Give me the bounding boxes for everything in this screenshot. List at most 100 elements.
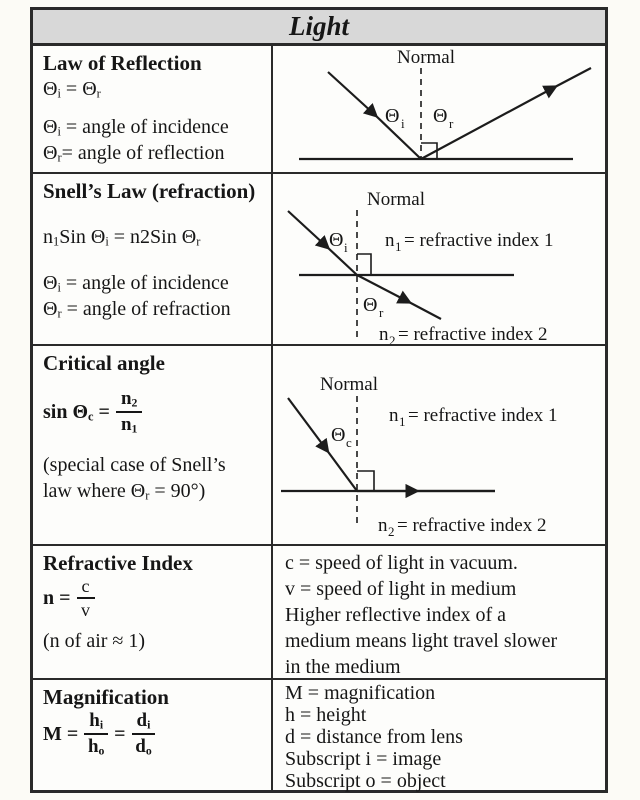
snell-diagram-cell: Normal Θ i Θ r n 1 = refractive index 1 … [273, 174, 605, 344]
reflection-diagram: Normal Θ i Θ r [299, 47, 592, 161]
theta-i-label: Θ [329, 229, 343, 251]
distance-fraction: di do [131, 710, 156, 758]
definition-line: in the medium [285, 656, 401, 678]
n1-subscript: 1 [395, 239, 402, 254]
row-snells-law: Snell’s Law (refraction) n1Sin Θi = n2Si… [33, 174, 605, 346]
n2-definition: = refractive index 2 [398, 324, 547, 344]
snell-heading: Snell’s Law (refraction) [43, 179, 256, 203]
fraction-denominator: do [135, 736, 152, 758]
fraction-denominator: v [81, 600, 91, 620]
normal-label: Normal [320, 374, 378, 395]
magnification-heading: Magnification [43, 685, 169, 709]
spacer [43, 376, 265, 388]
critical-diagram-cell: Normal Θ c n 1 = refractive index 1 n 2 … [273, 346, 605, 544]
magnification-formula-lhs: M = [43, 723, 79, 745]
incident-ray [327, 71, 422, 160]
incident-ray [287, 210, 358, 276]
fraction-denominator: ho [87, 736, 105, 758]
right-angle-icon [357, 470, 375, 491]
spacer [43, 102, 265, 114]
n1-definition: = refractive index 1 [408, 405, 557, 426]
snell-def-incidence: Θi = angle of incidence [43, 272, 229, 295]
refractive-text-cell: Refractive Index n = c v (n of air ≈ 1) [33, 546, 273, 678]
snell-formula: n1Sin Θi = n2Sin Θr [43, 226, 201, 249]
definition-line: c = speed of light in vacuum. [285, 552, 518, 574]
critical-heading: Critical angle [43, 351, 165, 375]
definition-line: v = speed of light in medium [285, 578, 517, 600]
critical-fraction: n2 n1 [115, 388, 143, 436]
reflection-text-cell: Law of Reflection Θi = Θr Θi = angle of … [33, 46, 273, 172]
n1-base: n [385, 230, 395, 251]
n2-subscript: 2 [388, 524, 395, 539]
theta-i-subscript: i [344, 240, 348, 255]
refractive-formula: n = c v [43, 576, 265, 620]
snell-diagram: Normal Θ i Θ r n 1 = refractive index 1 … [287, 189, 553, 344]
magnification-text-cell: Magnification M = hi ho = di do [33, 680, 273, 792]
fraction-numerator: hi [84, 710, 109, 735]
right-angle-icon [357, 253, 372, 275]
theta-i-label: Θ [385, 105, 399, 127]
fraction-denominator: n1 [120, 414, 138, 436]
theta-r-label: Θ [433, 105, 447, 127]
reflection-diagram-cell: Normal Θ i Θ r [273, 46, 605, 172]
snell-text-cell: Snell’s Law (refraction) n1Sin Θi = n2Si… [33, 174, 273, 344]
refracted-ray [356, 274, 442, 320]
definition-line: medium means light travel slower [285, 630, 558, 652]
n1-base: n [389, 405, 399, 426]
spacer [43, 436, 265, 452]
reflection-def-incidence: Θi = angle of incidence [43, 116, 229, 139]
reflection-heading: Law of Reflection [43, 51, 202, 75]
refractive-definitions-cell: c = speed of light in vacuum. v = speed … [273, 546, 605, 678]
theta-c-subscript: c [346, 435, 352, 450]
critical-note-line1: (special case of Snell’s [43, 454, 226, 476]
reflection-formula: Θi = Θr [43, 78, 101, 101]
theta-r-subscript: r [379, 305, 384, 320]
magnification-formula: M = hi ho = di do [43, 710, 265, 758]
fraction-numerator: di [131, 710, 156, 735]
fraction-numerator: n2 [115, 388, 143, 413]
theta-i-subscript: i [401, 116, 405, 131]
row-critical-angle: Critical angle sin Θc = n2 n1 (special c… [33, 346, 605, 546]
theta-r-label: Θ [363, 294, 377, 316]
definition-line: Higher reflective index of a [285, 604, 507, 626]
equals-sign: = [114, 723, 126, 745]
reflected-ray [420, 67, 592, 160]
definition-line: d = distance from lens [285, 726, 463, 748]
spacer [43, 204, 265, 224]
definition-line: Subscript i = image [285, 748, 442, 770]
snell-def-refraction: Θr = angle of refraction [43, 298, 231, 321]
critical-formula-lhs: sin Θc = [43, 401, 110, 424]
light-reference-table: Light Law of Reflection Θi = Θr Θi = ang… [30, 7, 608, 793]
critical-text-cell: Critical angle sin Θc = n2 n1 (special c… [33, 346, 273, 544]
row-law-of-reflection: Law of Reflection Θi = Θr Θi = angle of … [33, 46, 605, 174]
definition-line: h = height [285, 704, 367, 726]
normal-label: Normal [397, 47, 455, 68]
normal-label: Normal [367, 189, 425, 210]
magnification-definitions-cell: M = magnification h = height d = distanc… [273, 680, 605, 792]
refractive-heading: Refractive Index [43, 551, 193, 575]
refractive-fraction: c v [76, 576, 95, 620]
right-angle-icon [421, 142, 438, 159]
page-title: Light [288, 11, 349, 41]
n2-subscript: 2 [389, 333, 396, 344]
spacer [43, 250, 265, 270]
n1-definition: = refractive index 1 [404, 230, 553, 251]
reflection-def-reflection: Θr= angle of reflection [43, 142, 225, 165]
row-magnification: Magnification M = hi ho = di do M = magn… [33, 680, 605, 792]
spacer [43, 620, 265, 628]
critical-note-line2: law where Θr = 90°) [43, 480, 206, 503]
n1-subscript: 1 [399, 414, 406, 429]
row-refractive-index: Refractive Index n = c v (n of air ≈ 1) … [33, 546, 605, 680]
height-fraction: hi ho [84, 710, 109, 758]
incident-ray [287, 397, 358, 492]
n2-base: n [378, 515, 388, 536]
definition-line: Subscript o = object [285, 770, 446, 792]
theta-r-subscript: r [449, 116, 454, 131]
refractive-note: (n of air ≈ 1) [43, 630, 146, 652]
critical-angle-diagram: Normal Θ c n 1 = refractive index 1 n 2 … [281, 374, 557, 539]
fraction-numerator: c [76, 576, 95, 599]
theta-c-label: Θ [331, 424, 345, 446]
table-header: Light [33, 10, 605, 46]
refractive-formula-lhs: n = [43, 587, 71, 609]
definition-line: M = magnification [285, 682, 436, 704]
